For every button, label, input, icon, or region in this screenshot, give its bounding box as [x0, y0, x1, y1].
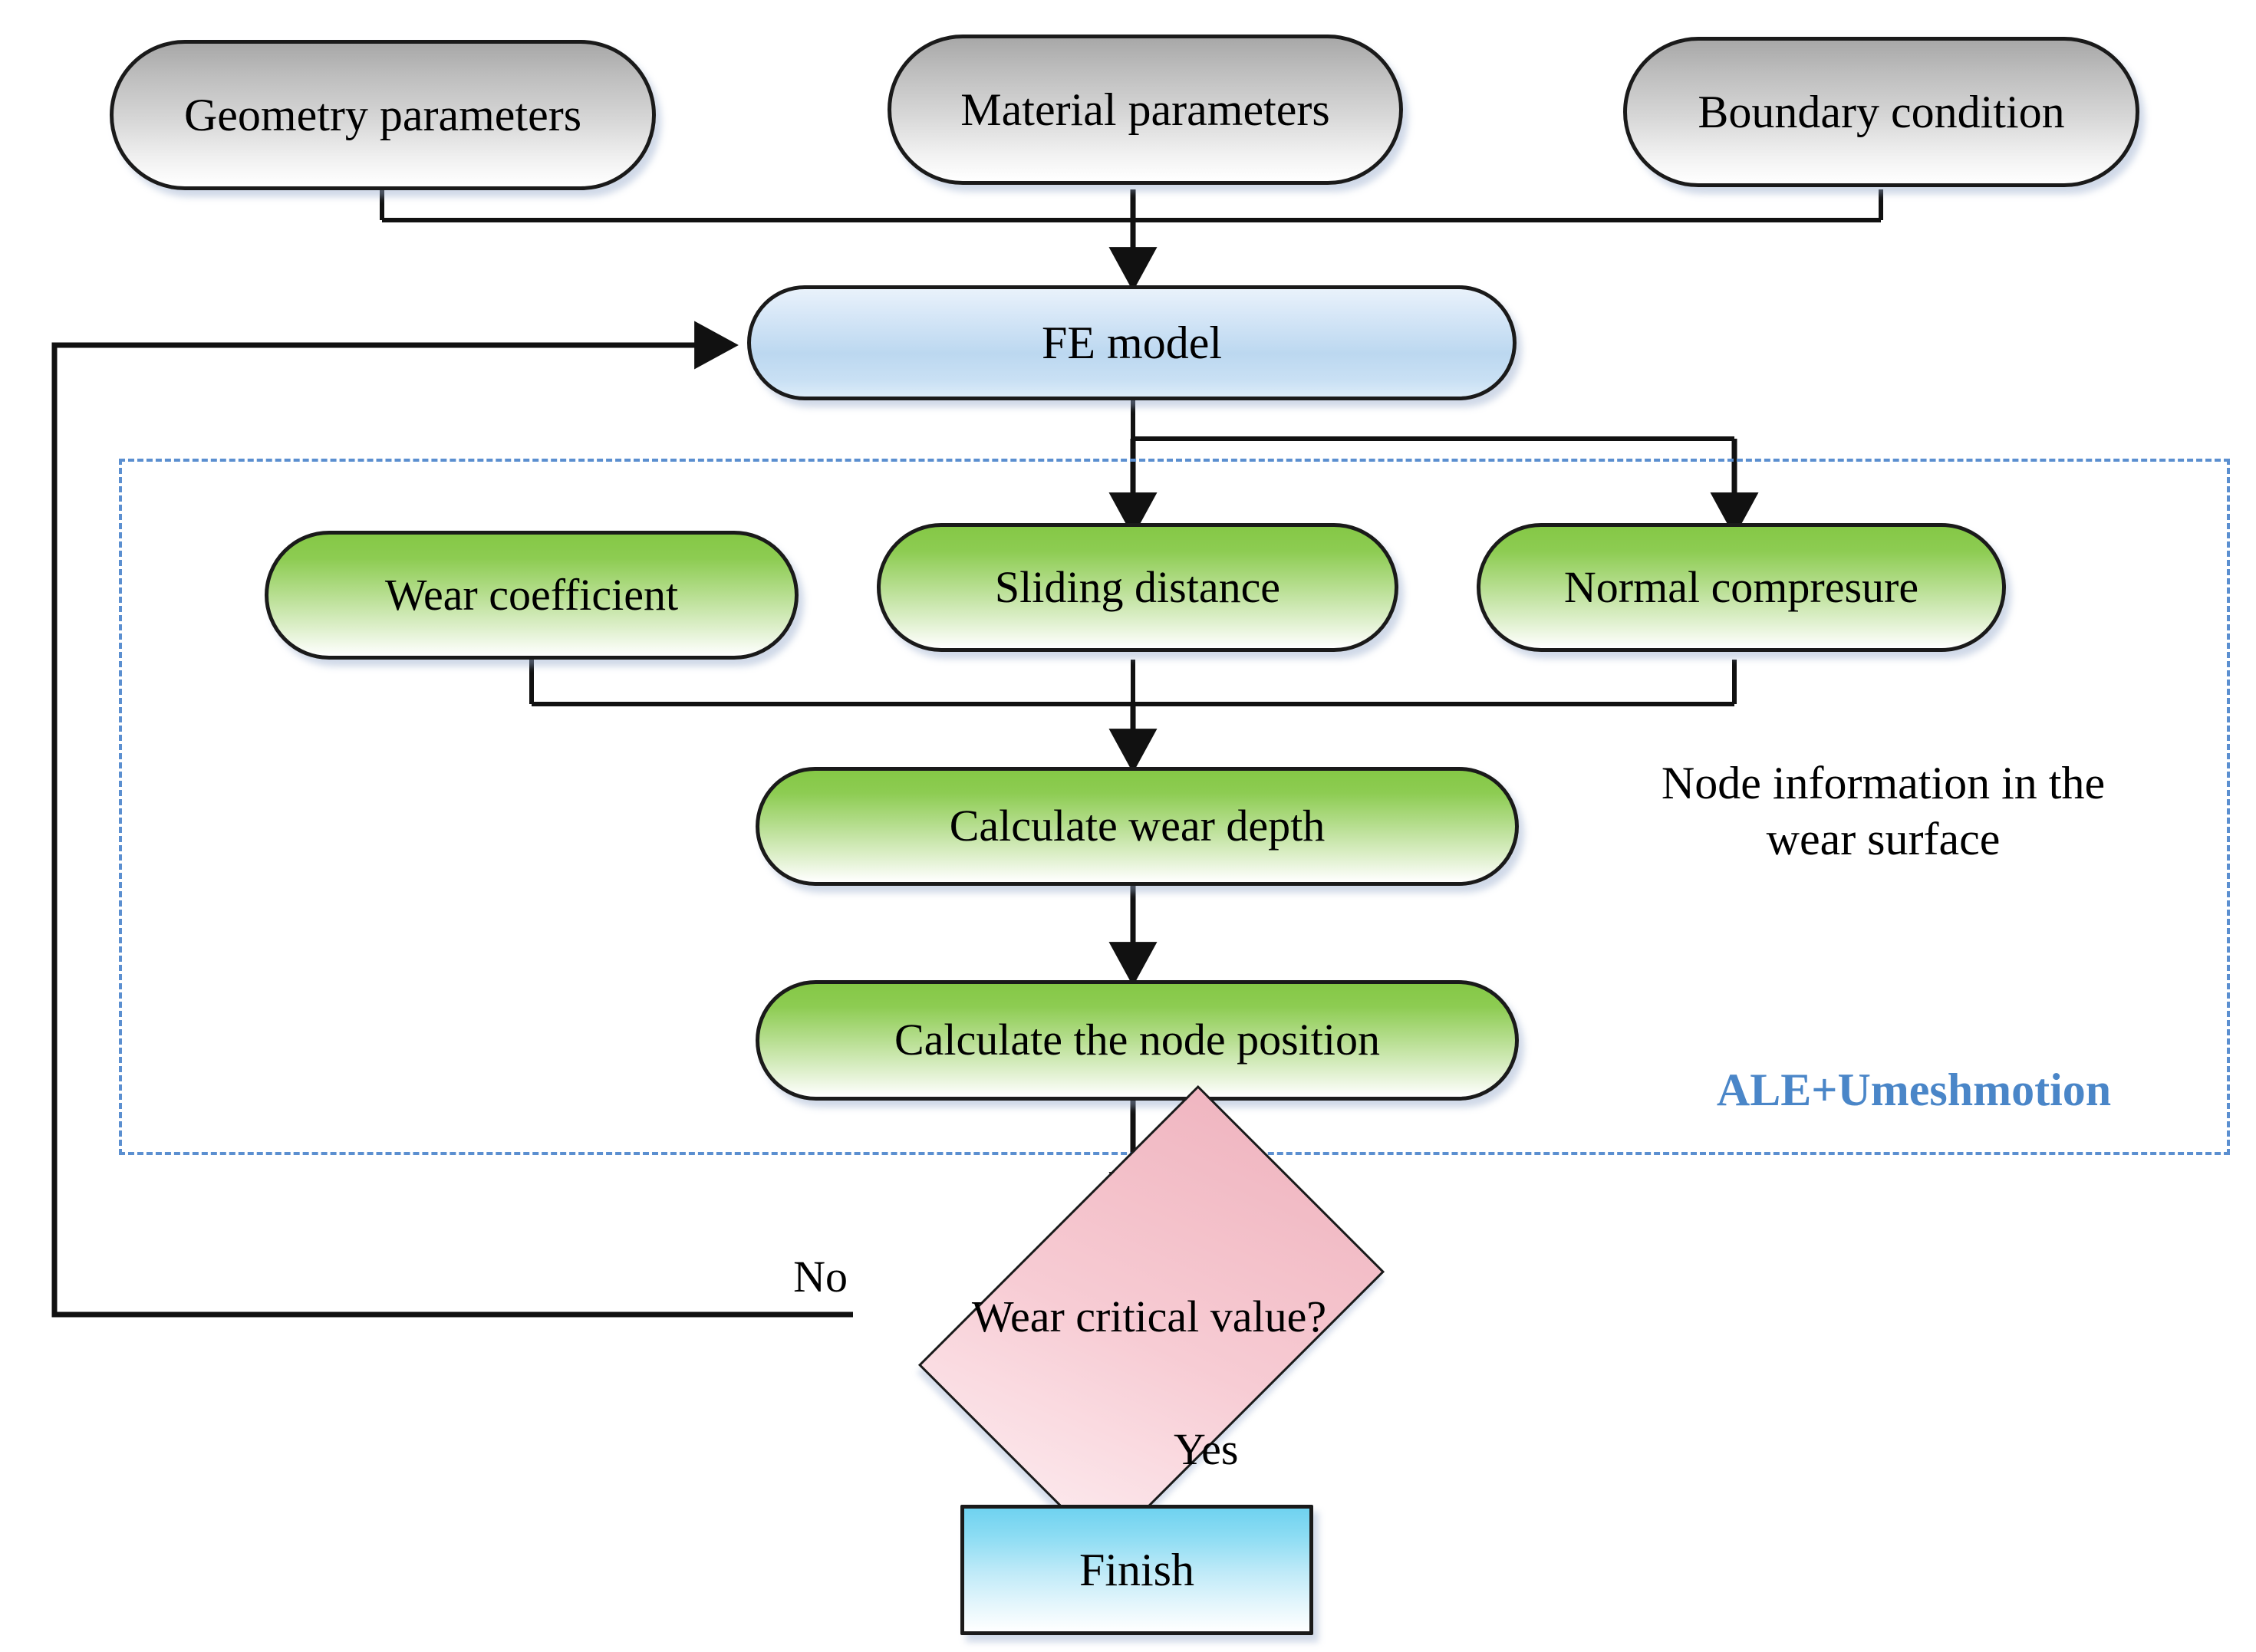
- node-normal-compresure[interactable]: Normal compresure: [1477, 523, 2006, 652]
- node-wear-critical-value-label: Wear critical value?: [971, 1291, 1327, 1341]
- node-sliding-distance-label: Sliding distance: [994, 561, 1281, 612]
- node-normal-compresure-label: Normal compresure: [1563, 561, 1919, 612]
- node-material-parameters[interactable]: Material parameters: [888, 35, 1403, 185]
- node-calculate-node-position-label: Calculate the node position: [894, 1015, 1380, 1065]
- node-fe-model[interactable]: FE model: [747, 285, 1517, 400]
- edge-label-no: No: [793, 1252, 848, 1302]
- node-fe-model-label: FE model: [1042, 317, 1222, 368]
- node-wear-coefficient-label: Wear coefficient: [384, 569, 679, 620]
- node-calculate-wear-depth[interactable]: Calculate wear depth: [756, 767, 1519, 886]
- node-wear-coefficient[interactable]: Wear coefficient: [265, 531, 799, 660]
- edge-label-yes: Yes: [1174, 1424, 1239, 1474]
- node-calculate-node-position[interactable]: Calculate the node position: [756, 980, 1519, 1101]
- annotation-node-information-line2: wear surface: [1766, 814, 2001, 865]
- node-wear-critical-value[interactable]: Wear critical value?: [854, 1084, 1444, 1552]
- node-finish-label: Finish: [1079, 1544, 1195, 1595]
- node-boundary-condition-label: Boundary condition: [1698, 86, 2065, 137]
- node-sliding-distance[interactable]: Sliding distance: [877, 523, 1398, 652]
- annotation-node-information-line1: Node information in the: [1661, 758, 2106, 808]
- edge-feedback-no-loop: [51, 321, 853, 1318]
- node-geometry-parameters[interactable]: Geometry parameters: [110, 40, 656, 190]
- annotation-ale-umeshmotion: ALE+Umeshmotion: [1716, 1065, 2112, 1115]
- node-finish[interactable]: Finish: [960, 1505, 1313, 1635]
- node-boundary-condition[interactable]: Boundary condition: [1623, 37, 2139, 187]
- node-calculate-wear-depth-label: Calculate wear depth: [949, 801, 1326, 851]
- node-material-parameters-label: Material parameters: [960, 84, 1330, 135]
- node-geometry-parameters-label: Geometry parameters: [183, 89, 582, 140]
- annotation-node-information: Node information in the wear surface: [1603, 755, 2163, 867]
